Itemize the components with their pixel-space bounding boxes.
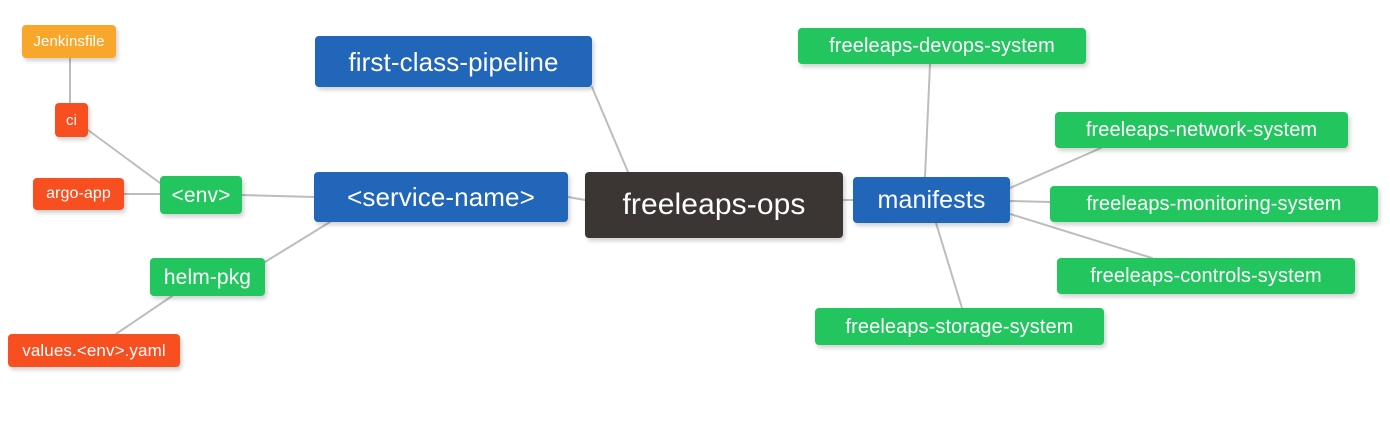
node-freeleaps-devops-system[interactable]: freeleaps-devops-system xyxy=(798,28,1086,64)
node-label-service-name: <service-name> xyxy=(347,182,535,212)
edge-helm-pkg-to-values-yaml xyxy=(115,295,173,335)
node-label-first-class-pipeline: first-class-pipeline xyxy=(348,46,559,77)
node-label-freeleaps-devops-system: freeleaps-devops-system xyxy=(829,35,1055,57)
node-label-env: <env> xyxy=(171,183,231,207)
edge-freeleaps-ops-to-service-name xyxy=(567,196,586,201)
node-label-freeleaps-controls-system: freeleaps-controls-system xyxy=(1090,265,1322,287)
node-helm-pkg[interactable]: helm-pkg xyxy=(150,258,265,296)
edge-manifests-to-freeleaps-storage-system xyxy=(935,222,963,309)
node-service-name[interactable]: <service-name> xyxy=(314,172,568,222)
node-label-manifests: manifests xyxy=(877,185,986,214)
node-label-freeleaps-monitoring-system: freeleaps-monitoring-system xyxy=(1086,193,1342,215)
edge-service-name-to-env xyxy=(241,194,315,198)
node-freeleaps-storage-system[interactable]: freeleaps-storage-system xyxy=(815,308,1104,345)
node-label-values-yaml: values.<env>.yaml xyxy=(22,341,166,360)
edge-manifests-to-freeleaps-network-system xyxy=(1009,147,1102,189)
node-freeleaps-network-system[interactable]: freeleaps-network-system xyxy=(1055,112,1348,148)
node-jenkinsfile[interactable]: Jenkinsfile xyxy=(22,25,116,58)
node-label-argo-app: argo-app xyxy=(46,185,111,202)
node-label-jenkinsfile: Jenkinsfile xyxy=(33,33,105,50)
node-ci[interactable]: ci xyxy=(55,103,88,137)
edge-env-to-ci xyxy=(87,129,161,184)
node-label-freeleaps-network-system: freeleaps-network-system xyxy=(1085,119,1318,141)
node-label-ci: ci xyxy=(65,111,78,129)
node-env[interactable]: <env> xyxy=(160,176,242,214)
node-values-yaml[interactable]: values.<env>.yaml xyxy=(8,334,180,367)
node-label-freeleaps-ops: freeleaps-ops xyxy=(622,188,806,221)
edge-manifests-to-freeleaps-devops-system xyxy=(924,63,931,178)
node-freeleaps-ops[interactable]: freeleaps-ops xyxy=(585,172,843,238)
node-freeleaps-monitoring-system[interactable]: freeleaps-monitoring-system xyxy=(1050,186,1378,222)
node-argo-app[interactable]: argo-app xyxy=(33,178,124,210)
node-label-helm-pkg: helm-pkg xyxy=(163,265,252,289)
edge-freeleaps-ops-to-first-class-pipeline xyxy=(591,86,629,173)
node-manifests[interactable]: manifests xyxy=(853,177,1010,223)
node-freeleaps-controls-system[interactable]: freeleaps-controls-system xyxy=(1057,258,1355,294)
edge-manifests-to-freeleaps-monitoring-system xyxy=(1009,200,1051,203)
node-label-freeleaps-storage-system: freeleaps-storage-system xyxy=(845,315,1074,338)
node-first-class-pipeline[interactable]: first-class-pipeline xyxy=(315,36,592,87)
edge-service-name-to-helm-pkg xyxy=(264,221,331,263)
